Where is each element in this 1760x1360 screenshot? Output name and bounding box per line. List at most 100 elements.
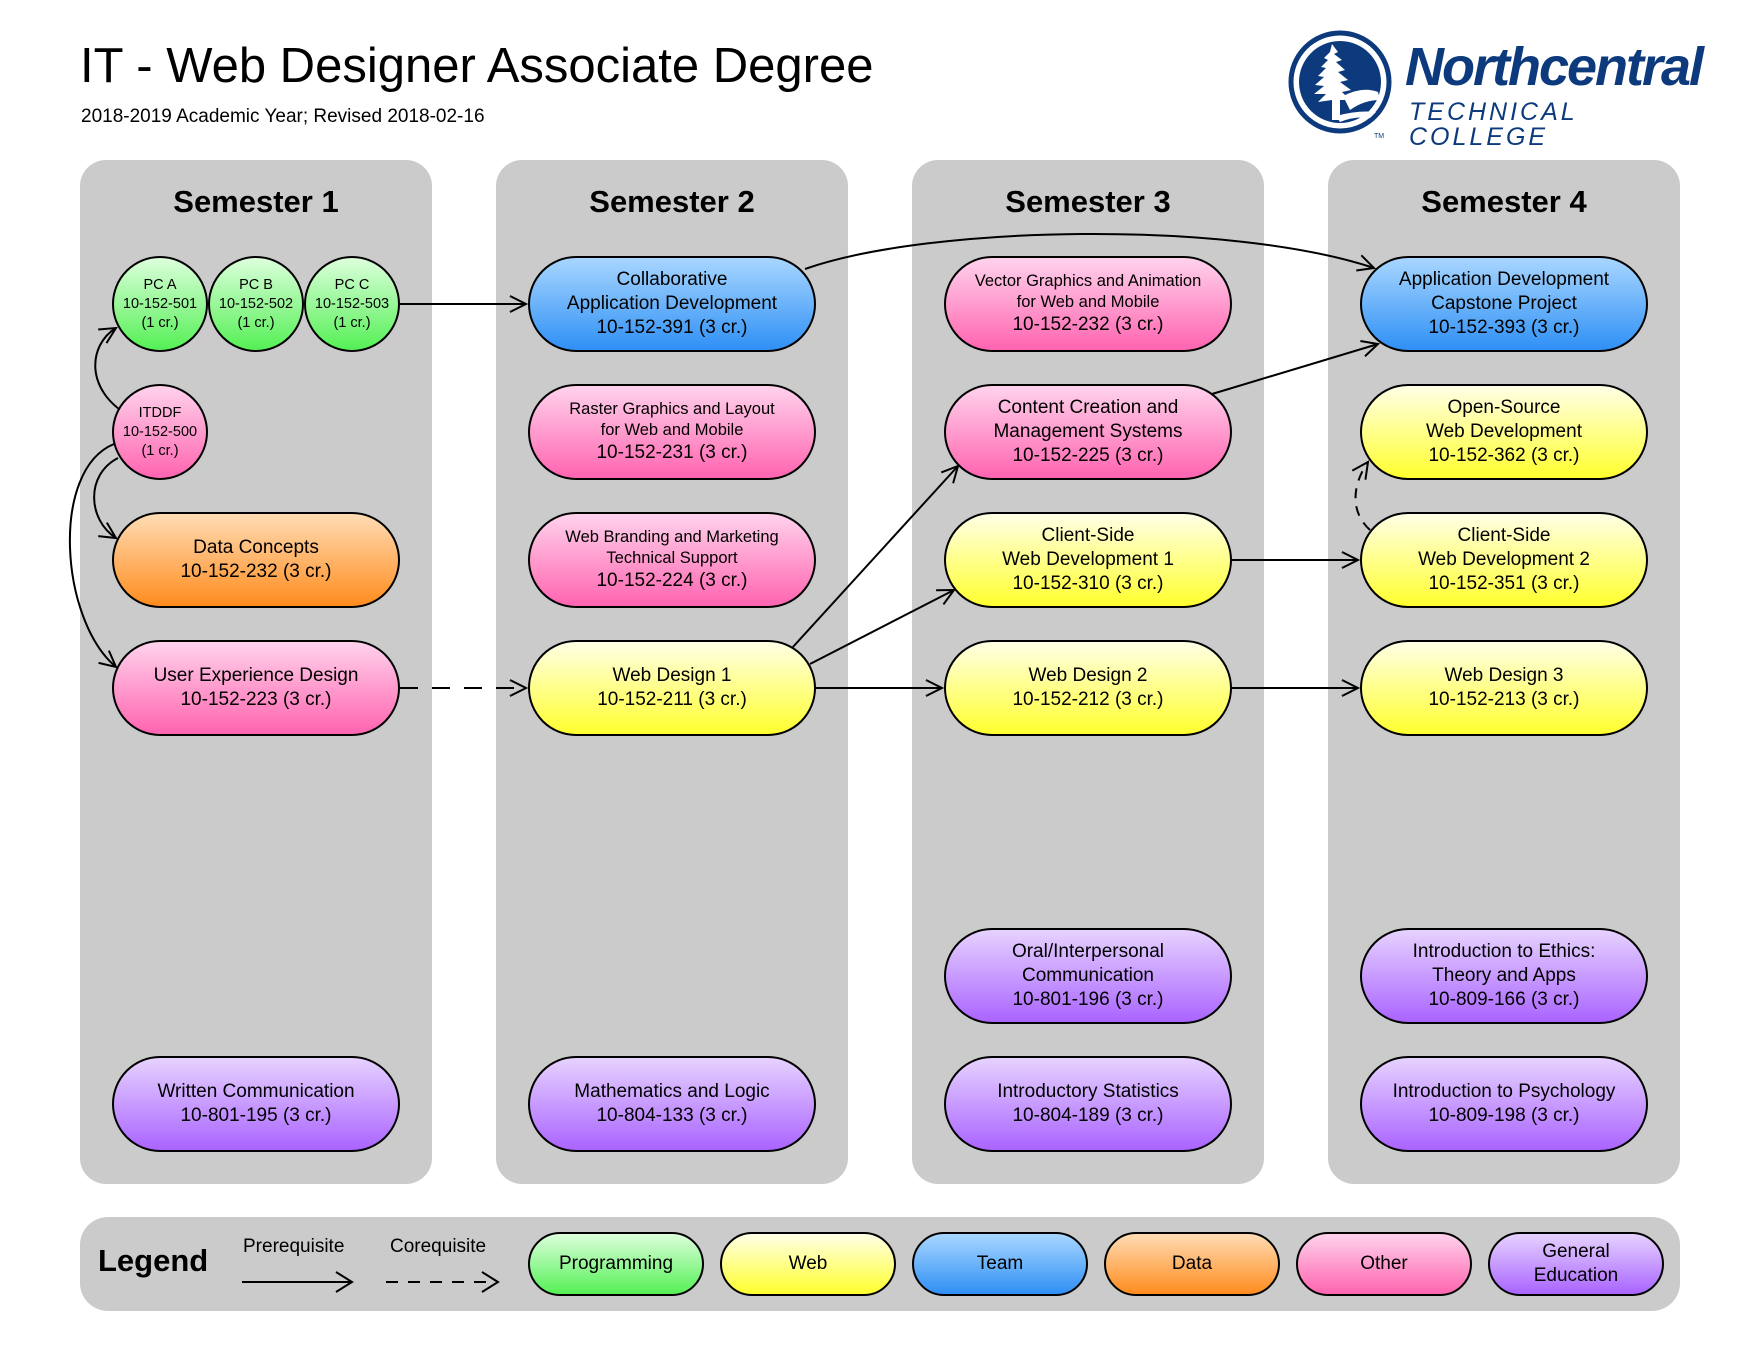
course-code-credits: 10-152-213 (3 cr.) xyxy=(1428,689,1580,710)
legend-category-general-education: General Education xyxy=(1488,1232,1664,1296)
course-name-line2: for Web and Mobile xyxy=(1016,293,1160,311)
course-name-line2: Web Development 2 xyxy=(1418,549,1590,570)
course-name-line1: Application Development xyxy=(1398,269,1610,290)
course-name: Web Design 3 xyxy=(1444,665,1564,686)
college-logo: TM Northcentral TECHNICAL COLLEGE xyxy=(1288,30,1704,150)
course-code: 10-152-501 xyxy=(122,295,198,312)
course-name-line1: Client-Side xyxy=(1457,525,1551,546)
course-pc-b[interactable]: PC B 10-152-502 (1 cr.) xyxy=(208,256,304,352)
course-code-credits: 10-152-351 (3 cr.) xyxy=(1428,573,1580,594)
course-name-line1: Collaborative xyxy=(616,269,728,290)
legend-category-data: Data xyxy=(1104,1232,1280,1296)
course-code-credits: 10-152-225 (3 cr.) xyxy=(1012,445,1164,466)
course-web-branding[interactable]: Web Branding and Marketing Technical Sup… xyxy=(528,512,816,608)
legend-arrow-samples xyxy=(242,1271,500,1293)
course-name: Written Communication xyxy=(157,1081,355,1102)
course-collaborative-app-dev[interactable]: Collaborative Application Development 10… xyxy=(528,256,816,352)
course-name: PC B xyxy=(239,276,273,293)
course-code-credits: 10-809-198 (3 cr.) xyxy=(1428,1105,1580,1126)
course-name: User Experience Design xyxy=(153,665,359,686)
course-open-source-web-dev[interactable]: Open-Source Web Development 10-152-362 (… xyxy=(1360,384,1648,480)
course-name-line1: Web Branding and Marketing xyxy=(565,528,779,546)
course-ux-design[interactable]: User Experience Design 10-152-223 (3 cr.… xyxy=(112,640,400,736)
course-itddf[interactable]: ITDDF 10-152-500 (1 cr.) xyxy=(112,384,208,480)
legend-prerequisite-label: Prerequisite xyxy=(243,1236,345,1257)
course-code: 10-152-503 xyxy=(314,295,390,312)
course-intro-statistics[interactable]: Introductory Statistics 10-804-189 (3 cr… xyxy=(944,1056,1232,1152)
course-intro-ethics[interactable]: Introduction to Ethics: Theory and Apps … xyxy=(1360,928,1648,1024)
course-code-credits: 10-152-362 (3 cr.) xyxy=(1428,445,1580,466)
course-code-credits: 10-809-166 (3 cr.) xyxy=(1428,989,1580,1010)
legend-category-web: Web xyxy=(720,1232,896,1296)
course-web-design-3[interactable]: Web Design 3 10-152-213 (3 cr.) xyxy=(1360,640,1648,736)
course-data-concepts[interactable]: Data Concepts 10-152-232 (3 cr.) xyxy=(112,512,400,608)
course-name-line2: Capstone Project xyxy=(1431,293,1577,314)
course-intro-psychology[interactable]: Introduction to Psychology 10-809-198 (3… xyxy=(1360,1056,1648,1152)
course-name-line1: Client-Side xyxy=(1041,525,1135,546)
legend-category-team: Team xyxy=(912,1232,1088,1296)
legend-category-programming: Programming xyxy=(528,1232,704,1296)
course-content-creation[interactable]: Content Creation and Management Systems … xyxy=(944,384,1232,480)
course-name: PC C xyxy=(334,276,370,293)
tree-emblem-icon: TM xyxy=(1288,30,1392,140)
legend-category-other: Other xyxy=(1296,1232,1472,1296)
trademark-mark: TM xyxy=(1374,133,1384,140)
course-credits: (1 cr.) xyxy=(333,314,371,331)
course-client-side-web-dev-2[interactable]: Client-Side Web Development 2 10-152-351… xyxy=(1360,512,1648,608)
course-name-line2: Application Development xyxy=(566,293,778,314)
course-name: Introduction to Psychology xyxy=(1392,1081,1616,1102)
course-client-side-web-dev-1[interactable]: Client-Side Web Development 1 10-152-310… xyxy=(944,512,1232,608)
legend-corequisite-arrowhead-icon xyxy=(481,1271,500,1293)
course-web-design-2[interactable]: Web Design 2 10-152-212 (3 cr.) xyxy=(944,640,1232,736)
course-name-line1: Content Creation and xyxy=(997,397,1179,418)
semester-title: Semester 2 xyxy=(589,184,755,219)
course-vector-graphics[interactable]: Vector Graphics and Animation for Web an… xyxy=(944,256,1232,352)
course-name-line1: Open-Source xyxy=(1447,397,1561,418)
course-code-credits: 10-801-195 (3 cr.) xyxy=(180,1105,332,1126)
course-code-credits: 10-152-231 (3 cr.) xyxy=(596,442,748,463)
legend-label-line1: General xyxy=(1542,1241,1610,1262)
course-code-credits: 10-152-310 (3 cr.) xyxy=(1012,573,1164,594)
course-code-credits: 10-152-211 (3 cr.) xyxy=(597,689,747,710)
course-name: ITDDF xyxy=(138,404,182,421)
course-code: 10-152-500 xyxy=(122,423,198,440)
course-code-credits: 10-152-232 (3 cr.) xyxy=(180,561,332,582)
legend: Legend Prerequisite Corequisite Programm… xyxy=(80,1217,1680,1311)
course-name: Data Concepts xyxy=(193,537,319,558)
course-name-line2: Web Development 1 xyxy=(1002,549,1174,570)
course-pc-c[interactable]: PC C 10-152-503 (1 cr.) xyxy=(304,256,400,352)
legend-corequisite-label: Corequisite xyxy=(390,1236,487,1257)
course-code-credits: 10-804-189 (3 cr.) xyxy=(1012,1105,1164,1126)
course-name-line1: Oral/Interpersonal xyxy=(1011,941,1165,962)
logo-subname: TECHNICAL COLLEGE xyxy=(1409,98,1578,151)
course-credits: (1 cr.) xyxy=(141,442,179,459)
page-subtitle: 2018-2019 Academic Year; Revised 2018-02… xyxy=(81,106,485,127)
course-name-line2: Technical Support xyxy=(606,549,738,567)
course-code-credits: 10-152-393 (3 cr.) xyxy=(1428,317,1580,338)
course-name-line2: Theory and Apps xyxy=(1432,965,1576,986)
course-web-design-1[interactable]: Web Design 1 10-152-211 (3 cr.) xyxy=(528,640,816,736)
course-math-logic[interactable]: Mathematics and Logic 10-804-133 (3 cr.) xyxy=(528,1056,816,1152)
course-raster-graphics[interactable]: Raster Graphics and Layout for Web and M… xyxy=(528,384,816,480)
course-pc-a[interactable]: PC A 10-152-501 (1 cr.) xyxy=(112,256,208,352)
course-name: PC A xyxy=(143,276,177,293)
legend-label-line2: Education xyxy=(1533,1265,1619,1286)
course-code-credits: 10-804-133 (3 cr.) xyxy=(596,1105,748,1126)
course-name-line1: Raster Graphics and Layout xyxy=(569,400,775,418)
course-code-credits: 10-152-232 (3 cr.) xyxy=(1012,314,1164,335)
semester-title: Semester 1 xyxy=(173,184,339,219)
logo-name: Northcentral xyxy=(1405,37,1704,97)
course-capstone[interactable]: Application Development Capstone Project… xyxy=(1360,256,1648,352)
course-written-communication[interactable]: Written Communication 10-801-195 (3 cr.) xyxy=(112,1056,400,1152)
course-name-line1: Vector Graphics and Animation xyxy=(974,272,1202,290)
course-oral-communication[interactable]: Oral/Interpersonal Communication 10-801-… xyxy=(944,928,1232,1024)
course-name-line2: Management Systems xyxy=(993,421,1183,442)
course-credits: (1 cr.) xyxy=(141,314,179,331)
course-code-credits: 10-152-391 (3 cr.) xyxy=(596,317,748,338)
course-code: 10-152-502 xyxy=(218,295,294,312)
course-credits: (1 cr.) xyxy=(237,314,275,331)
course-code-credits: 10-152-212 (3 cr.) xyxy=(1012,689,1164,710)
course-name-line2: for Web and Mobile xyxy=(600,421,744,439)
course-code-credits: 10-801-196 (3 cr.) xyxy=(1012,989,1164,1010)
course-name: Web Design 2 xyxy=(1028,665,1148,686)
